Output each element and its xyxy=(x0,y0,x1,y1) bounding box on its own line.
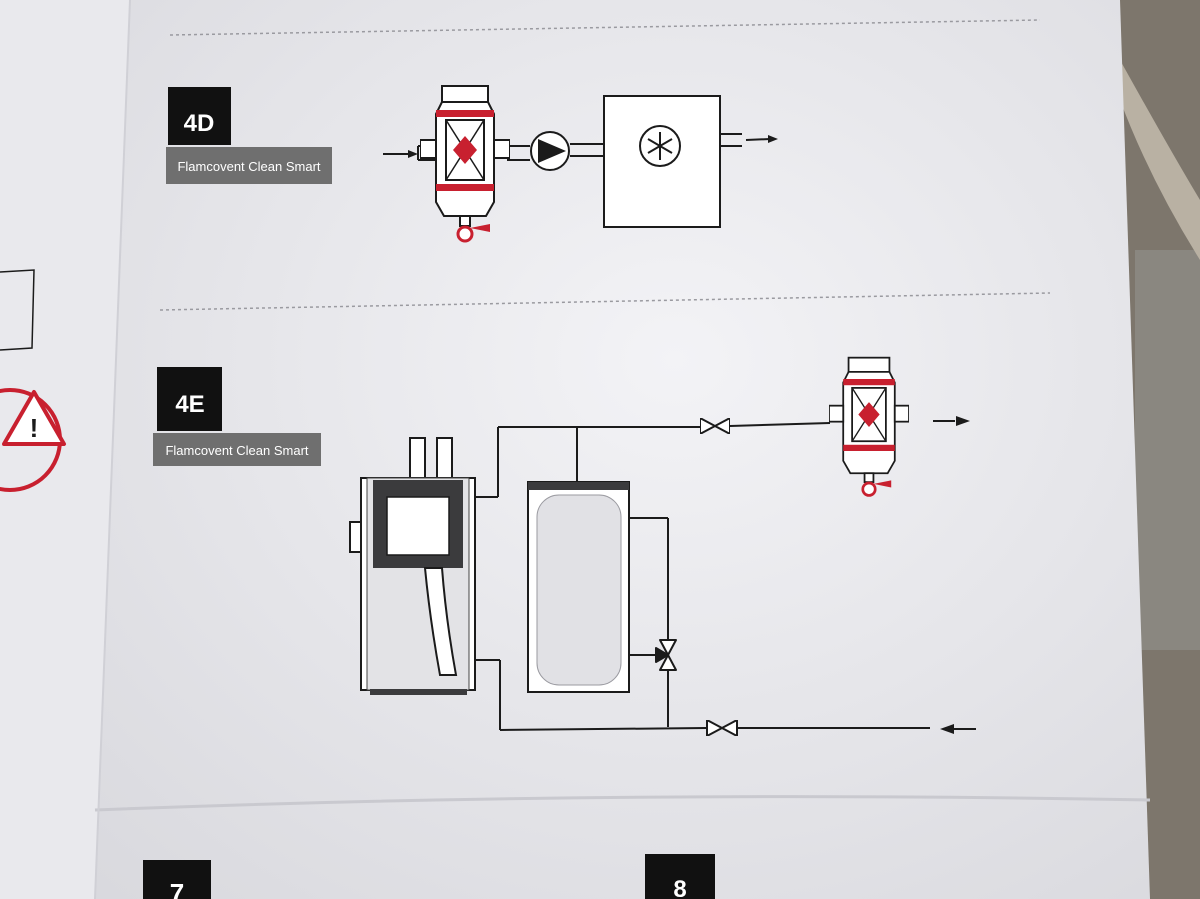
arrow-out-4d xyxy=(768,135,778,143)
section-badge-4d xyxy=(168,87,231,145)
pipe-4e xyxy=(475,420,976,731)
chiller-unit xyxy=(603,95,721,228)
arrow-in-4e xyxy=(940,724,954,734)
arrow-out-4e xyxy=(956,416,970,426)
product-name-4d: Flamcovent Clean Smart xyxy=(177,159,320,174)
boiler xyxy=(349,437,476,695)
section-code-4d: 4D xyxy=(184,110,215,137)
section-badge-8 xyxy=(645,854,715,899)
buffer-tank xyxy=(527,481,630,693)
section-code-8: 8 xyxy=(673,876,686,899)
product-label-4d xyxy=(166,147,332,184)
section-badge-7 xyxy=(143,860,211,899)
snowflake-icon xyxy=(639,125,681,167)
next-sections: 7 8 xyxy=(143,854,715,899)
section-4d: 4D Flamcovent Clean Smart xyxy=(166,84,778,243)
svg-text:!: ! xyxy=(30,413,39,443)
three-way-valve xyxy=(655,639,677,671)
section-4e: 4E Flamcovent Clean Smart xyxy=(153,356,976,736)
section-code-4e: 4E xyxy=(175,391,204,418)
pump-icon xyxy=(530,131,570,171)
section-code-7: 7 xyxy=(170,878,184,899)
warning-triangle-icon: ! xyxy=(0,388,66,492)
product-label-4e xyxy=(153,433,321,466)
paper-sheet xyxy=(0,0,1151,899)
product-name-4e: Flamcovent Clean Smart xyxy=(165,443,308,458)
arrow-in-4d xyxy=(408,150,418,158)
section-badge-4e xyxy=(157,367,222,431)
